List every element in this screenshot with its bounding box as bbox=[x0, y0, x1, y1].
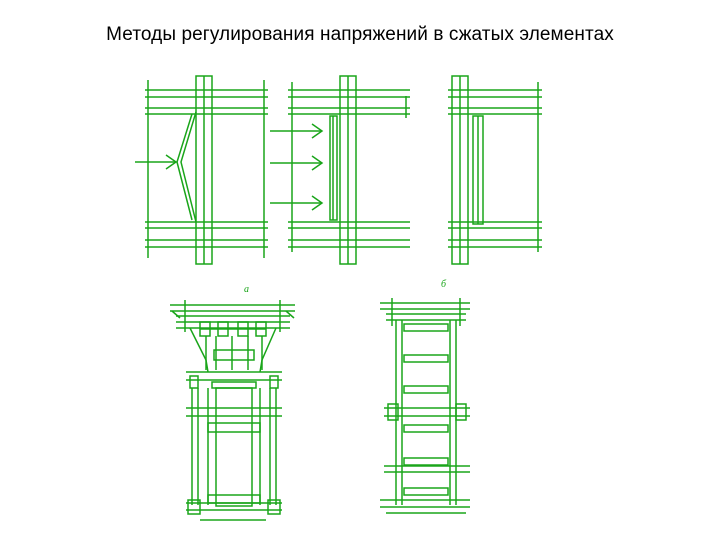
column-detail-b bbox=[380, 298, 470, 514]
label-column-a: а bbox=[244, 284, 249, 295]
frame-diagram-1 bbox=[135, 75, 268, 265]
label-column-b: б bbox=[441, 279, 447, 290]
frame-diagram-2 bbox=[270, 75, 410, 265]
column-detail-a bbox=[170, 300, 295, 521]
frame-diagram-3 bbox=[448, 75, 542, 265]
page-title: Методы регулирования напряжений в сжатых… bbox=[106, 24, 614, 45]
